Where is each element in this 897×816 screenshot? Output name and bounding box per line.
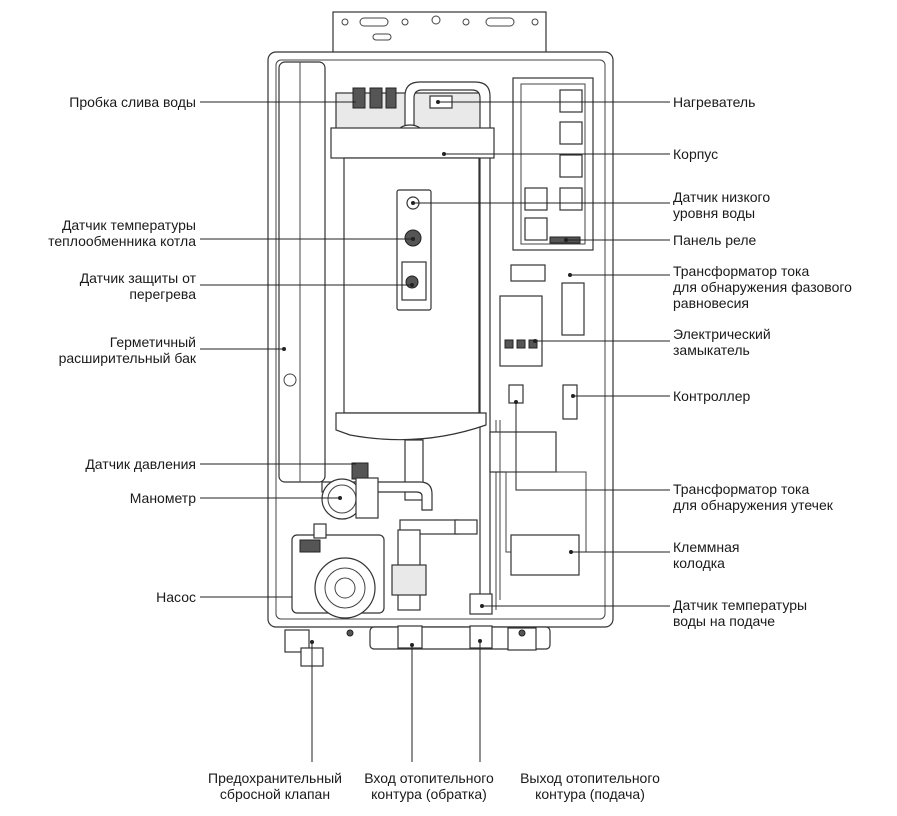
- label-manometer: Манометр: [129, 490, 196, 506]
- mounting-bracket: [332, 11, 547, 55]
- pump: [291, 523, 385, 619]
- leader-lines: [200, 100, 670, 762]
- bottom-connections: [284, 593, 551, 667]
- electrical-section: [489, 77, 594, 600]
- label-relay-panel: Панель реле: [673, 232, 757, 248]
- label-pump: Насос: [156, 589, 196, 605]
- manometer-group: [321, 462, 379, 520]
- label-pressure-sensor: Датчик давления: [85, 456, 196, 472]
- expansion-tank: [278, 59, 330, 483]
- label-drain-plug: Пробка слива воды: [69, 94, 196, 110]
- label-housing: Корпус: [673, 146, 719, 162]
- label-heater: Нагреватель: [673, 94, 756, 110]
- label-controller: Контроллер: [673, 388, 751, 404]
